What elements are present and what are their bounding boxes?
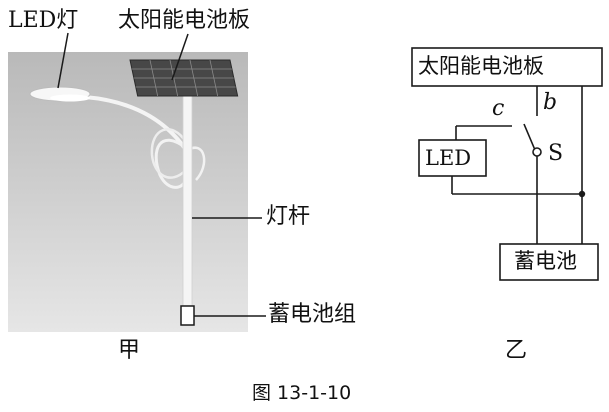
battery-box-diagram (499, 243, 599, 281)
solar-panel-box (411, 47, 603, 87)
figure-caption: 图 13-1-10 (252, 382, 352, 404)
contact-c-label: c (492, 96, 505, 121)
leader-led-lamp (57, 32, 69, 89)
led-box-label: LED (425, 146, 472, 170)
label-led-lamp: LED灯 (8, 8, 79, 33)
light-pole (182, 94, 193, 316)
led-lamp-glow (50, 94, 90, 102)
circuit-diagram (411, 47, 603, 281)
switch-pivot (532, 147, 542, 157)
junction-dot (578, 190, 586, 198)
label-pole: 灯杆 (266, 204, 311, 229)
switch-blade (523, 123, 536, 151)
sub-caption-b: 乙 (505, 338, 528, 363)
solar-panel (129, 59, 239, 97)
switch-label: S (548, 141, 564, 166)
contact-b-label: b (543, 90, 558, 115)
pole-decoration (150, 128, 188, 179)
label-solar-panel: 太阳能电池板 (118, 8, 251, 33)
leader-solar-panel (171, 33, 189, 81)
label-battery-pack: 蓄电池组 (268, 302, 357, 327)
battery-box-label: 蓄电池 (514, 249, 577, 273)
lamp-arm (84, 95, 188, 152)
sub-caption-a: 甲 (118, 338, 141, 363)
battery-box (180, 305, 195, 326)
street-light-photo (8, 32, 266, 332)
solar-panel-box-label: 太阳能电池板 (418, 54, 544, 78)
